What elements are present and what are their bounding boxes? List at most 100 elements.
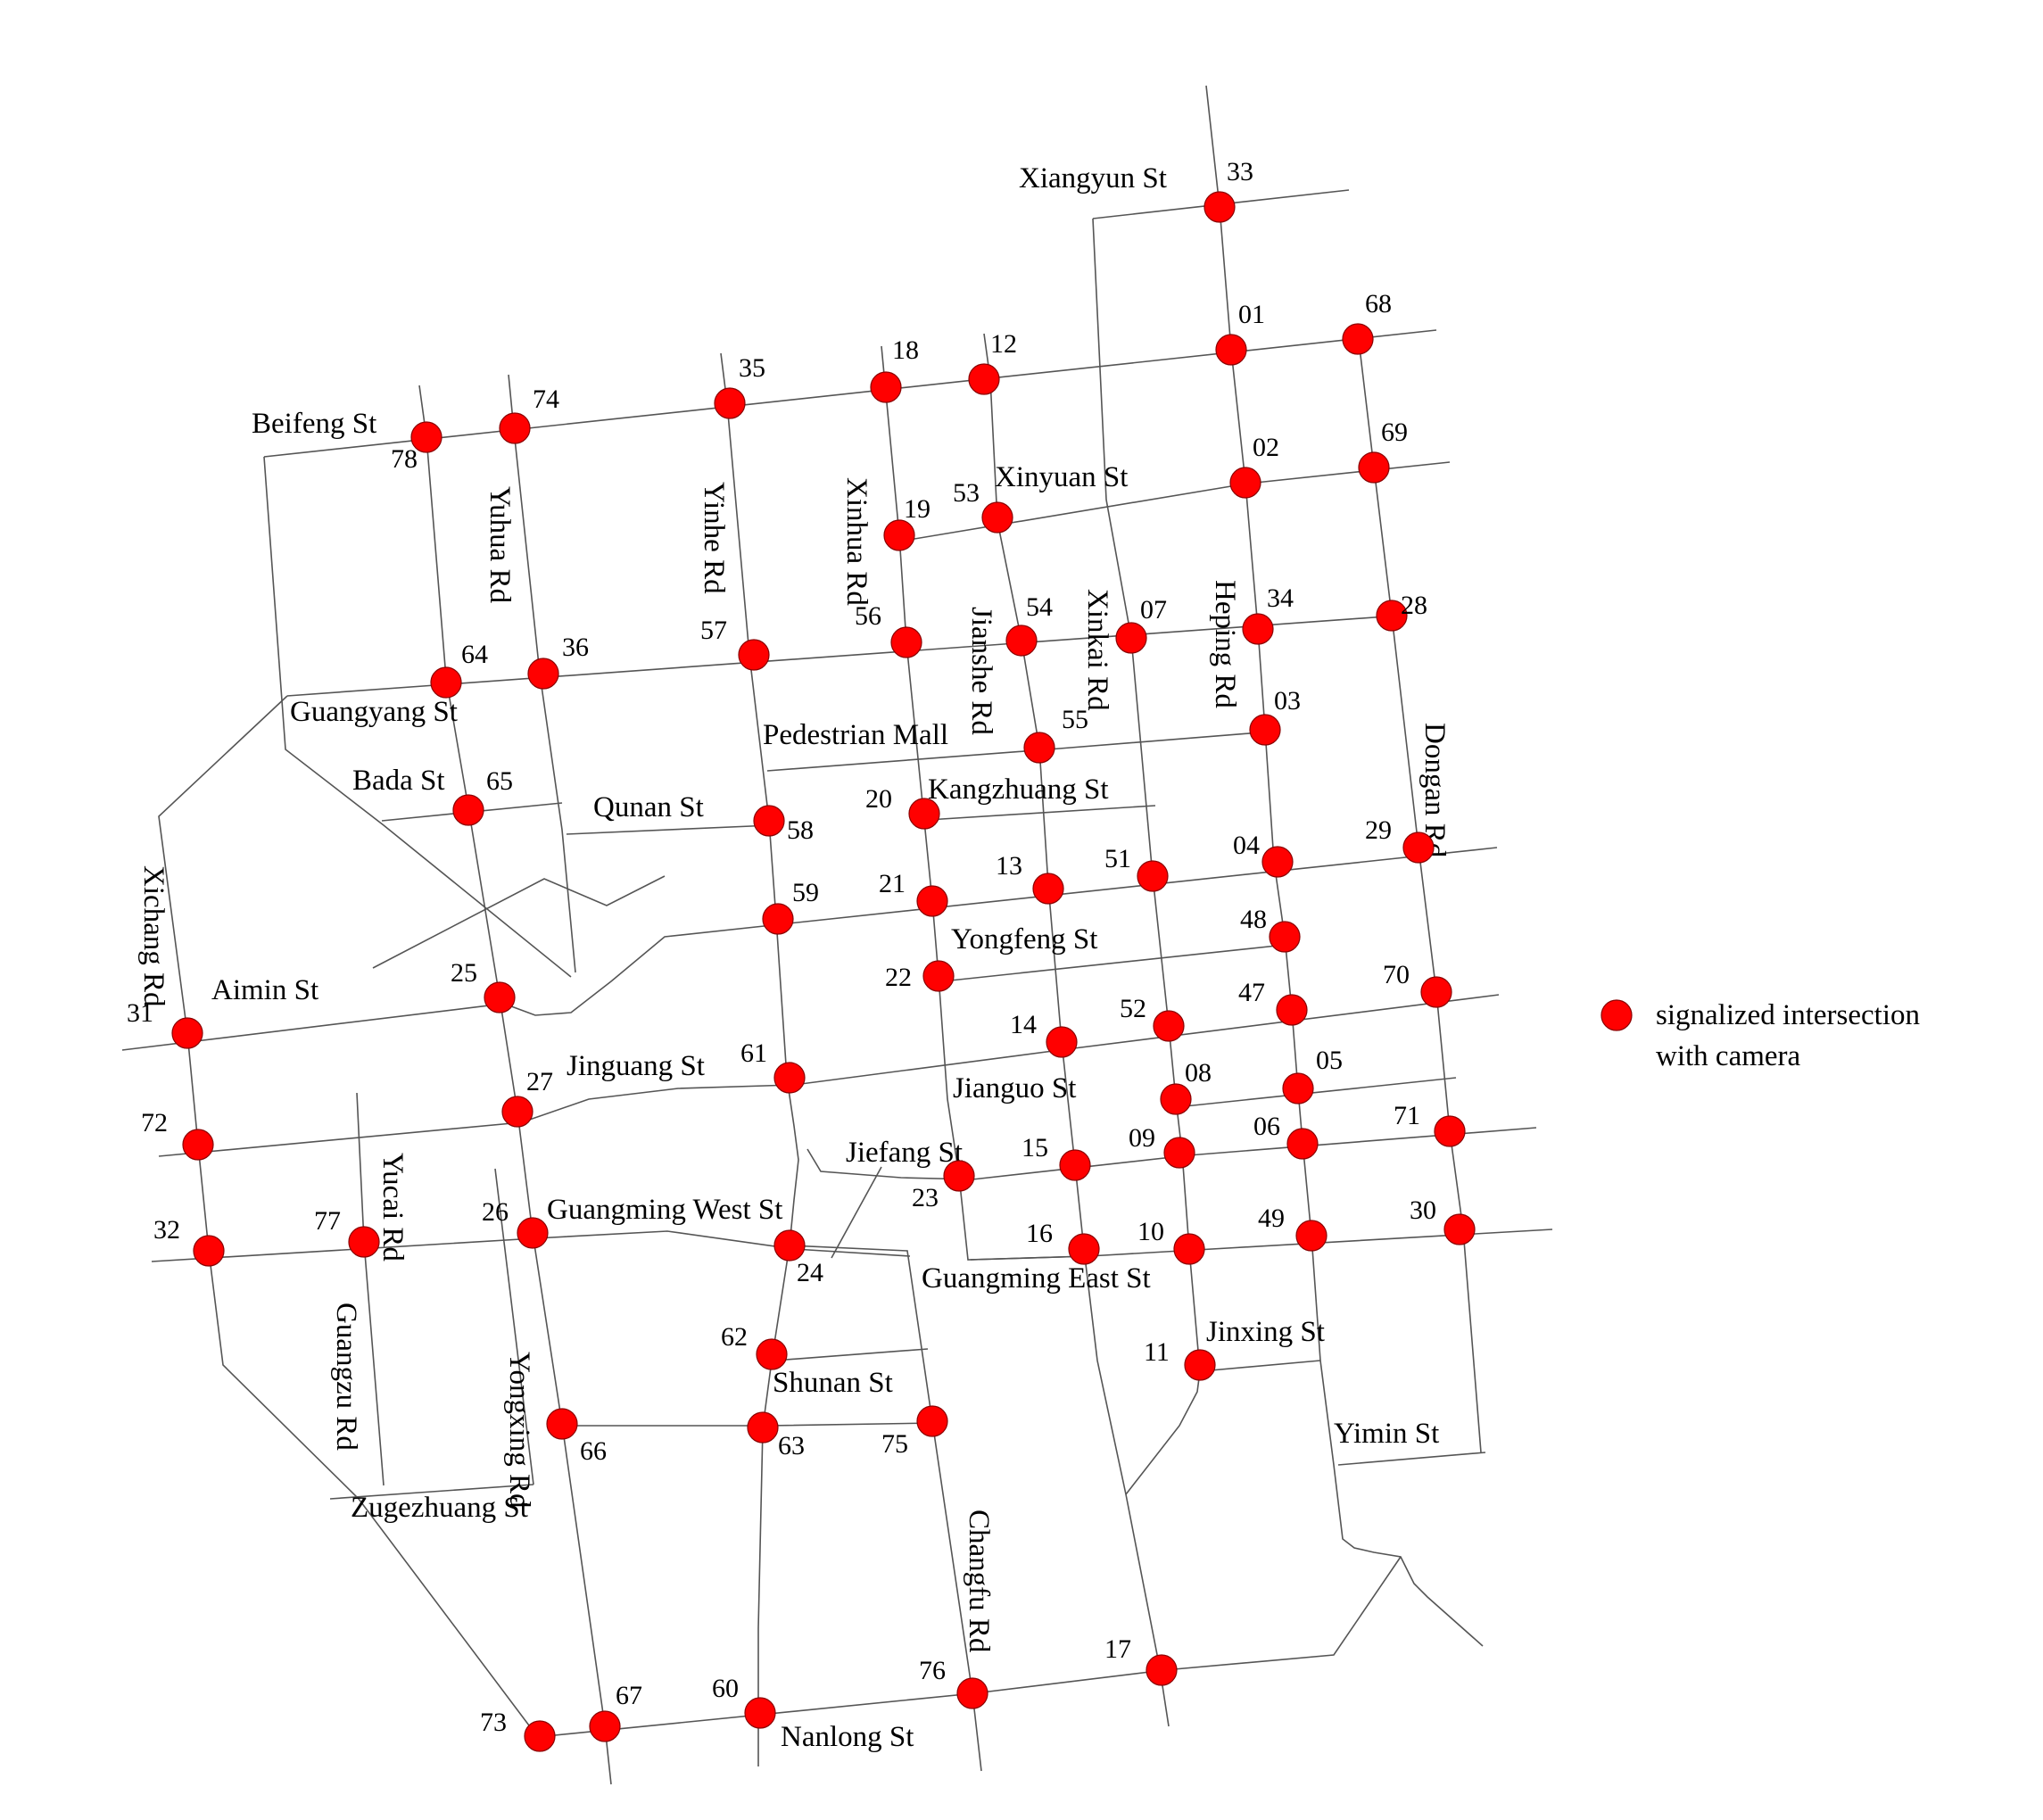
street-label-guangming-east: Guangming East St (922, 1262, 1151, 1295)
intersection-labels: 0102030405060708091011121314151617181920… (127, 157, 1436, 1737)
intersection-marker-60 (744, 1697, 776, 1729)
road-lines (121, 85, 1553, 1785)
road-guangyang (286, 615, 1400, 697)
intersection-marker-10 (1173, 1233, 1205, 1265)
intersection-marker-01 (1215, 334, 1247, 366)
intersection-label-58: 58 (787, 815, 814, 845)
street-label-qunan: Qunan St (593, 791, 704, 823)
intersection-label-14: 14 (1010, 1010, 1037, 1039)
intersection-label-28: 28 (1401, 591, 1427, 620)
intersection-marker-31 (171, 1017, 203, 1049)
intersection-label-68: 68 (1365, 289, 1392, 318)
intersection-label-66: 66 (580, 1436, 607, 1466)
street-label-yongfeng: Yongfeng St (951, 923, 1097, 956)
intersection-label-20: 20 (865, 784, 892, 814)
intersection-marker-05 (1282, 1072, 1314, 1104)
intersection-marker-63 (747, 1411, 779, 1444)
intersection-label-11: 11 (1144, 1337, 1170, 1367)
intersection-marker-49 (1295, 1220, 1328, 1252)
intersection-marker-74 (499, 412, 531, 444)
road-dongan (1357, 332, 1482, 1453)
intersection-marker-55 (1023, 732, 1055, 764)
intersection-marker-02 (1229, 467, 1261, 499)
road-jinguang (158, 1049, 1061, 1157)
intersection-marker-65 (452, 794, 484, 826)
road-yongfeng (941, 943, 1294, 982)
intersection-marker-75 (916, 1405, 948, 1437)
intersection-marker-23 (943, 1160, 975, 1192)
intersection-label-60: 60 (712, 1674, 739, 1703)
street-label-guangyang: Guangyang St (290, 696, 458, 728)
street-label-jiefang: Jiefang St (846, 1137, 963, 1169)
intersection-label-22: 22 (885, 963, 912, 992)
road-yongxing (418, 385, 612, 1785)
street-label-pedestrian: Pedestrian Mall (763, 719, 948, 751)
intersection-label-02: 02 (1253, 433, 1279, 462)
intersection-marker-57 (738, 639, 770, 671)
intersection-marker-70 (1420, 976, 1452, 1008)
intersection-marker-77 (348, 1226, 380, 1258)
intersection-marker-67 (589, 1710, 621, 1742)
intersection-label-72: 72 (141, 1108, 168, 1138)
street-label-xinhua: Xinhua Rd (840, 477, 873, 606)
intersection-label-26: 26 (482, 1197, 509, 1227)
intersection-label-25: 25 (451, 958, 477, 988)
intersection-marker-53 (981, 501, 1013, 534)
street-label-xichang: Xichang Rd (137, 865, 170, 1007)
intersection-marker-22 (922, 960, 955, 992)
legend-line-2: with camera (1656, 1040, 1801, 1072)
intersection-marker-28 (1376, 600, 1408, 632)
intersection-marker-58 (753, 805, 785, 837)
intersection-label-08: 08 (1185, 1058, 1212, 1088)
intersection-label-74: 74 (533, 385, 559, 414)
road-shunan (773, 1348, 929, 1361)
legend-marker (1600, 999, 1633, 1031)
legend-line-1: signalized intersection (1656, 999, 1920, 1031)
intersection-label-33: 33 (1227, 157, 1253, 186)
street-label-kangzhuang: Kangzhuang St (928, 774, 1109, 806)
intersection-label-16: 16 (1026, 1219, 1053, 1248)
intersection-marker-16 (1068, 1233, 1100, 1265)
intersection-marker-12 (968, 363, 1000, 395)
intersection-label-54: 54 (1026, 592, 1053, 622)
intersection-marker-72 (182, 1129, 214, 1161)
intersection-marker-61 (773, 1062, 806, 1094)
intersection-label-32: 32 (153, 1215, 180, 1245)
intersection-label-24: 24 (797, 1258, 823, 1287)
intersection-label-09: 09 (1129, 1123, 1155, 1153)
road-xinkai (1092, 218, 1201, 1495)
intersection-marker-51 (1137, 860, 1169, 892)
street-label-changfu: Changfu Rd (963, 1510, 995, 1653)
street-label-nanlong: Nanlong St (781, 1721, 914, 1753)
intersection-label-15: 15 (1022, 1133, 1048, 1162)
intersection-marker-11 (1184, 1349, 1216, 1381)
intersection-marker-59 (762, 903, 794, 935)
intersection-label-21: 21 (879, 869, 906, 898)
intersection-label-73: 73 (480, 1708, 507, 1737)
intersection-label-12: 12 (990, 329, 1017, 359)
street-label-shunan: Shunan St (773, 1367, 893, 1399)
intersection-marker-69 (1358, 451, 1390, 484)
road-kangzhuang (927, 805, 1156, 821)
intersection-marker-62 (756, 1338, 788, 1370)
intersection-marker-73 (524, 1720, 556, 1752)
street-label-beifeng: Beifeng St (252, 408, 376, 440)
intersection-label-67: 67 (616, 1681, 642, 1710)
intersection-label-17: 17 (1104, 1634, 1131, 1664)
road-west-loop (263, 456, 572, 978)
road-changfu (789, 1245, 982, 1772)
intersection-label-19: 19 (904, 494, 931, 524)
road-zugezhuang (329, 1484, 534, 1500)
intersection-label-13: 13 (996, 851, 1022, 881)
intersection-marker-13 (1032, 873, 1064, 905)
intersection-label-53: 53 (953, 478, 980, 508)
intersection-label-05: 05 (1316, 1046, 1343, 1075)
intersection-label-65: 65 (486, 766, 513, 796)
intersection-marker-15 (1059, 1149, 1091, 1181)
street-label-aimin: Aimin St (211, 974, 318, 1006)
intersection-label-30: 30 (1410, 1195, 1436, 1225)
intersection-marker-56 (890, 626, 922, 658)
intersection-label-59: 59 (792, 878, 819, 907)
